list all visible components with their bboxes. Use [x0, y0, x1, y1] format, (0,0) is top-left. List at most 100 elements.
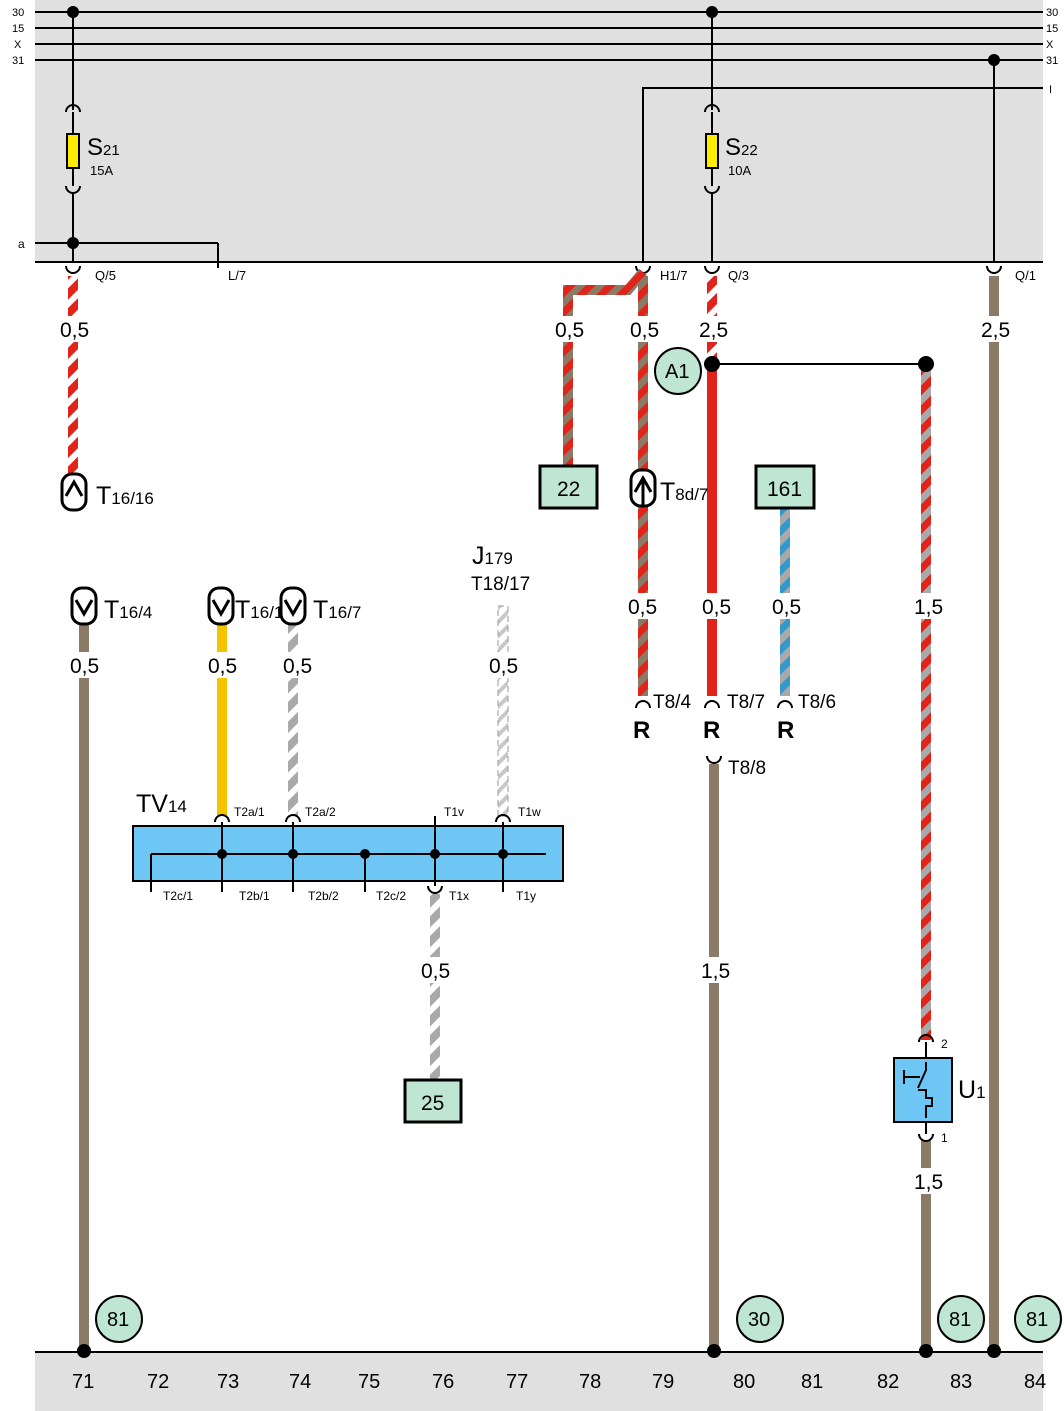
column-number: 82	[877, 1371, 899, 1393]
column-number: 72	[147, 1371, 169, 1393]
svg-text:T8/7: T8/7	[727, 692, 765, 713]
svg-text:T8/8: T8/8	[728, 758, 766, 779]
rail-label-31-left: 31	[12, 55, 24, 67]
svg-text:R: R	[633, 717, 650, 744]
svg-text:T8/6: T8/6	[798, 692, 836, 713]
terminal-label-h17: H1/7	[660, 268, 687, 283]
gauge-t1x: 0,5	[421, 960, 450, 983]
svg-text:R: R	[703, 717, 720, 744]
wire-relay-bottom	[921, 1140, 931, 1352]
fuse-s22-name: S22	[725, 134, 758, 161]
svg-text:81: 81	[949, 1309, 971, 1331]
column-number: 74	[289, 1371, 311, 1393]
ground-bus-area	[35, 1352, 1043, 1411]
ref-box-161: 161	[754, 464, 816, 510]
wire-q3-red	[707, 364, 717, 696]
tv14-name: TV14	[136, 790, 187, 818]
column-number: 83	[950, 1371, 972, 1393]
pin-t88: T8/8	[706, 755, 766, 779]
wire-junction-dots	[704, 356, 934, 372]
ground-bus-dots	[77, 1344, 1001, 1358]
component-tv14: TV14 T2a/1 T2a/2 T1v T1w T2c/1 T	[132, 790, 564, 903]
gauge-71-top: 0,5	[60, 319, 89, 342]
wire-73	[217, 624, 227, 816]
r-pin-t84: R T8/4	[633, 692, 691, 744]
panel-terminals	[65, 265, 1002, 274]
gauge-relay-bottom: 1,5	[914, 1171, 943, 1194]
svg-text:25: 25	[421, 1092, 444, 1115]
relay-u1-name: U1	[958, 1076, 986, 1104]
tv14-pin-t2a2: T2a/2	[305, 805, 336, 819]
r-pin-t87: R T8/7	[703, 692, 765, 744]
ref-circle-81-mid: 81	[937, 1295, 985, 1343]
column-number: 78	[579, 1371, 601, 1393]
terminal-label-l7: L/7	[228, 268, 246, 283]
panel-label-a: a	[18, 237, 25, 251]
column-number: 76	[432, 1371, 454, 1393]
column-number: 73	[217, 1371, 239, 1393]
terminal-label-q5: Q/5	[95, 268, 116, 283]
fuse-s21-rating: 15A	[90, 163, 113, 178]
connector-t16-7: T16/7	[279, 586, 361, 626]
gauge-q3-wire: 2,5	[699, 319, 728, 342]
fuse-s22-rating: 10A	[728, 163, 751, 178]
connector-t16-16: T16/16	[60, 472, 154, 512]
ref-box-22: 22	[538, 464, 599, 510]
ref-box-25: 25	[403, 1078, 463, 1124]
gauge-71-lower: 0,5	[70, 655, 99, 678]
component-relay-u1: U1 2 1	[893, 1034, 986, 1145]
tv14-pin-t2c2: T2c/2	[376, 889, 406, 903]
rail-label-15-left: 15	[12, 23, 24, 35]
j179-pin: T18/17	[471, 574, 530, 595]
wire-77	[497, 605, 509, 817]
gauge-q1-wire: 2,5	[981, 319, 1010, 342]
column-number: 77	[506, 1371, 528, 1393]
svg-text:T8/4: T8/4	[653, 692, 691, 713]
wire-relay-top	[921, 364, 931, 1040]
tv14-pin-t1v: T1v	[444, 805, 464, 819]
rail-label-x-left: X	[14, 39, 22, 51]
ref-circle-81-left: 81	[95, 1295, 143, 1343]
rail-label-i-right: I	[1049, 84, 1052, 96]
connector-t16-7-label: T16/7	[313, 596, 361, 624]
fuse-s22: S22 10A	[704, 104, 758, 194]
relay-u1-pin-top: 2	[941, 1037, 948, 1051]
gauge-labels: 0,5 0,5 0,5 2,5 2,5 0,5 0,5 0,5 0,5 0,5 …	[58, 316, 1011, 1194]
rail-labels-left: 30 15 X 31	[12, 7, 24, 67]
wire-74	[288, 624, 298, 816]
terminal-label-q3: Q/3	[728, 268, 749, 283]
wire-71-upper	[68, 276, 78, 474]
rail-labels-right: 30 15 X 31 I	[1046, 7, 1058, 96]
terminal-label-q1: Q/1	[1015, 268, 1036, 283]
svg-text:81: 81	[107, 1309, 129, 1331]
rail-label-15-right: 15	[1046, 23, 1058, 35]
column-number: 75	[358, 1371, 380, 1393]
wire-q1-ground	[989, 276, 999, 1351]
fuse-panel-area	[35, 0, 1043, 262]
tv14-pin-t2b1: T2b/1	[239, 889, 270, 903]
connector-t8d-7: T8d/7	[629, 468, 708, 508]
connector-t16-16-label: T16/16	[96, 482, 154, 510]
gauge-t87: 0,5	[702, 596, 731, 619]
rail-label-31-right: 31	[1046, 55, 1058, 67]
svg-text:22: 22	[557, 478, 580, 501]
connector-t16-4-label: T16/4	[104, 596, 152, 624]
svg-text:81: 81	[1026, 1309, 1048, 1331]
gauge-box22-wire: 0,5	[555, 319, 584, 342]
wire-to-box-22	[563, 268, 647, 466]
column-number: 81	[801, 1371, 823, 1393]
gauge-h17-wire: 0,5	[630, 319, 659, 342]
tv14-pin-t1w: T1w	[518, 805, 541, 819]
panel-internal-wiring	[35, 12, 1043, 268]
svg-text:R: R	[777, 717, 794, 744]
ref-circle-30: 30	[736, 1295, 784, 1343]
ref-circle-81-right: 81	[1014, 1295, 1062, 1343]
fuse-s21: S21 15A	[65, 104, 120, 194]
tv14-pin-t1x: T1x	[449, 889, 469, 903]
gauge-t86: 0,5	[772, 596, 801, 619]
panel-junction-dots	[67, 6, 1000, 249]
gauge-74: 0,5	[283, 655, 312, 678]
tv14-pin-t2c1: T2c/1	[163, 889, 193, 903]
column-number: 84	[1024, 1371, 1046, 1393]
